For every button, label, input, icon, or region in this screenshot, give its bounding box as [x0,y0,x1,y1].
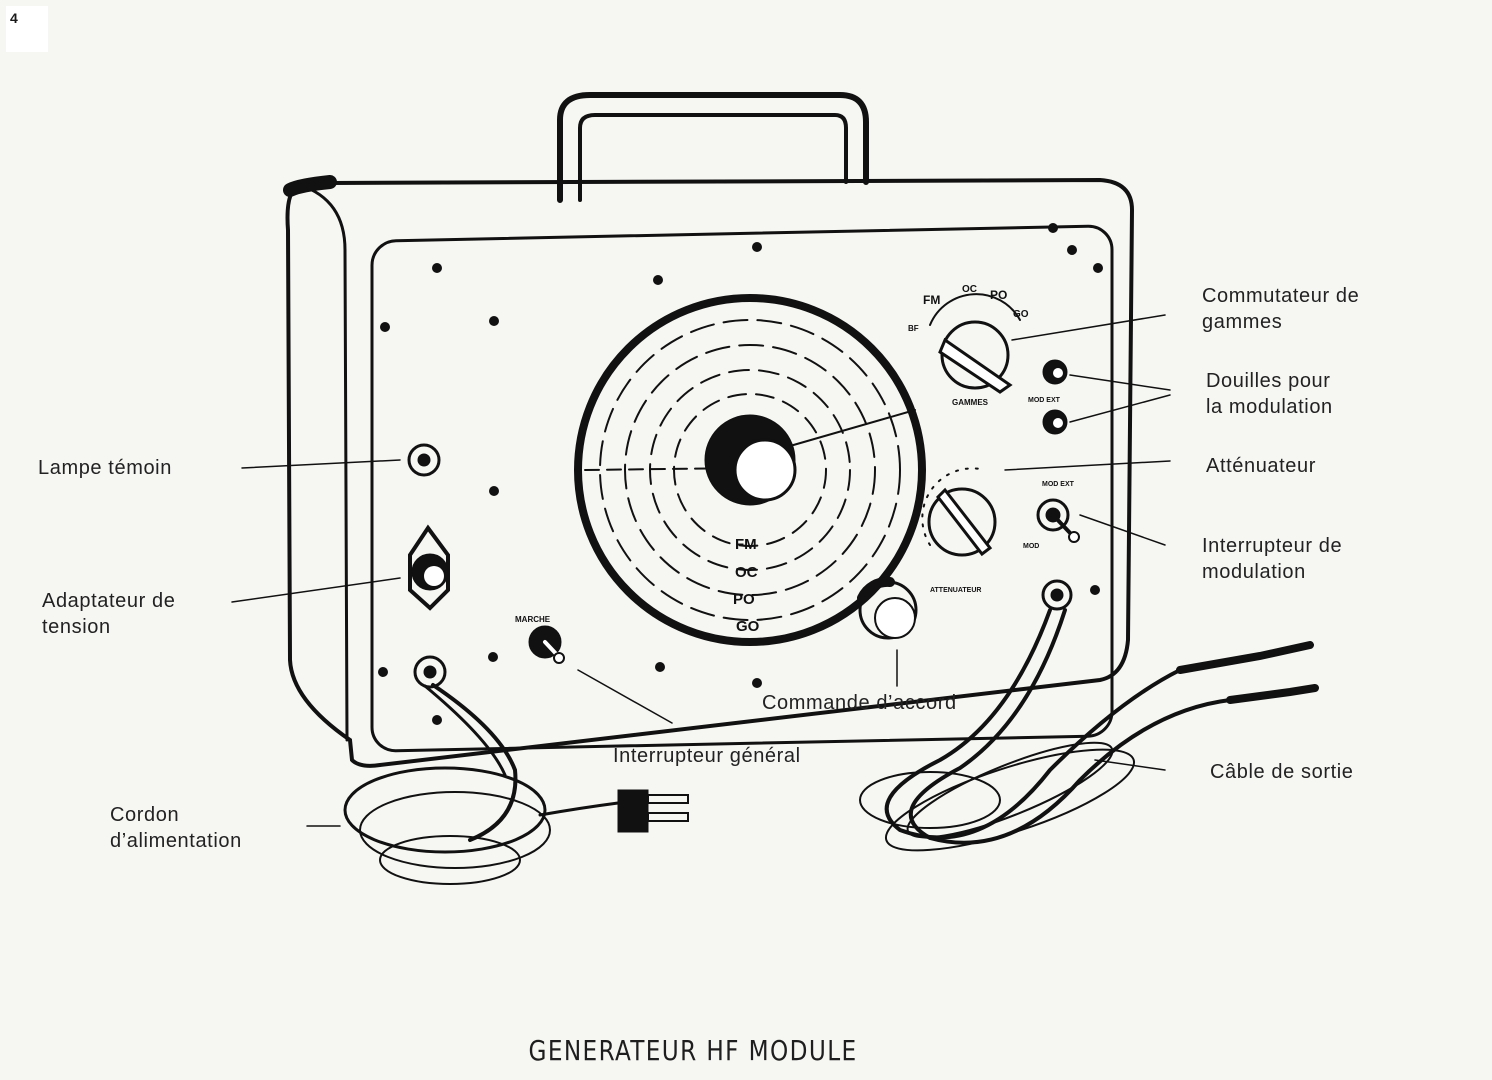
output-cable [859,579,1319,852]
carry-handle [557,92,869,203]
band-go-mark: GO [1013,309,1029,320]
dial-go-mark: GO [736,618,760,635]
indicator-lamp [407,443,441,477]
label-interrupteur-general: Interrupteur général [613,745,801,767]
callout-arrows [231,314,1171,827]
band-fm-mark: FM [923,293,940,307]
band-po-mark: PO [990,288,1007,302]
marche-mark: MARCHE [515,615,551,624]
figure-caption: GENERATEUR HF MODULE [528,1034,858,1067]
label-commande-accord: Commande d’accord [762,692,957,714]
gammes-mark: GAMMES [952,398,989,407]
page-number: 4 [6,6,48,52]
range-switch [929,293,1021,394]
mod-ext-mark: MOD EXT [1028,397,1061,404]
label-adaptateur: Adaptateur de tension [42,590,176,638]
front-panel [370,224,1114,753]
mod-ext-mark-2: MOD EXT [1042,481,1075,488]
power-cord [343,655,689,885]
label-commutateur: Commutateur de gammes [1202,285,1360,333]
mod-mark: MOD [1023,543,1039,550]
power-switch [528,625,565,664]
dial-oc-mark: OC [735,564,758,581]
band-oc-mark: OC [962,284,977,295]
dial-fm-mark: FM [735,536,757,553]
label-cordon: Cordon d’alimentation [110,804,242,852]
label-interrupteur-modulation: Interrupteur de modulation [1202,535,1343,583]
attenuator-knob [921,467,997,557]
dial-po-mark: PO [733,591,755,608]
label-cable-sortie: Câble de sortie [1210,761,1354,783]
tuning-dial [574,294,926,646]
attenuateur-mark: ATTENUATEUR [930,587,981,594]
label-douilles: Douilles pour la modulation [1206,370,1333,418]
voltage-adapter [408,524,450,611]
band-bf-mark: BF [908,324,919,333]
modulation-toggle [1036,498,1080,543]
tuning-knob [857,576,918,640]
panel-screws [378,223,1103,725]
label-attenuateur: Atténuateur [1206,455,1317,477]
label-lampe: Lampe témoin [38,457,172,479]
case-outline [285,177,1135,768]
